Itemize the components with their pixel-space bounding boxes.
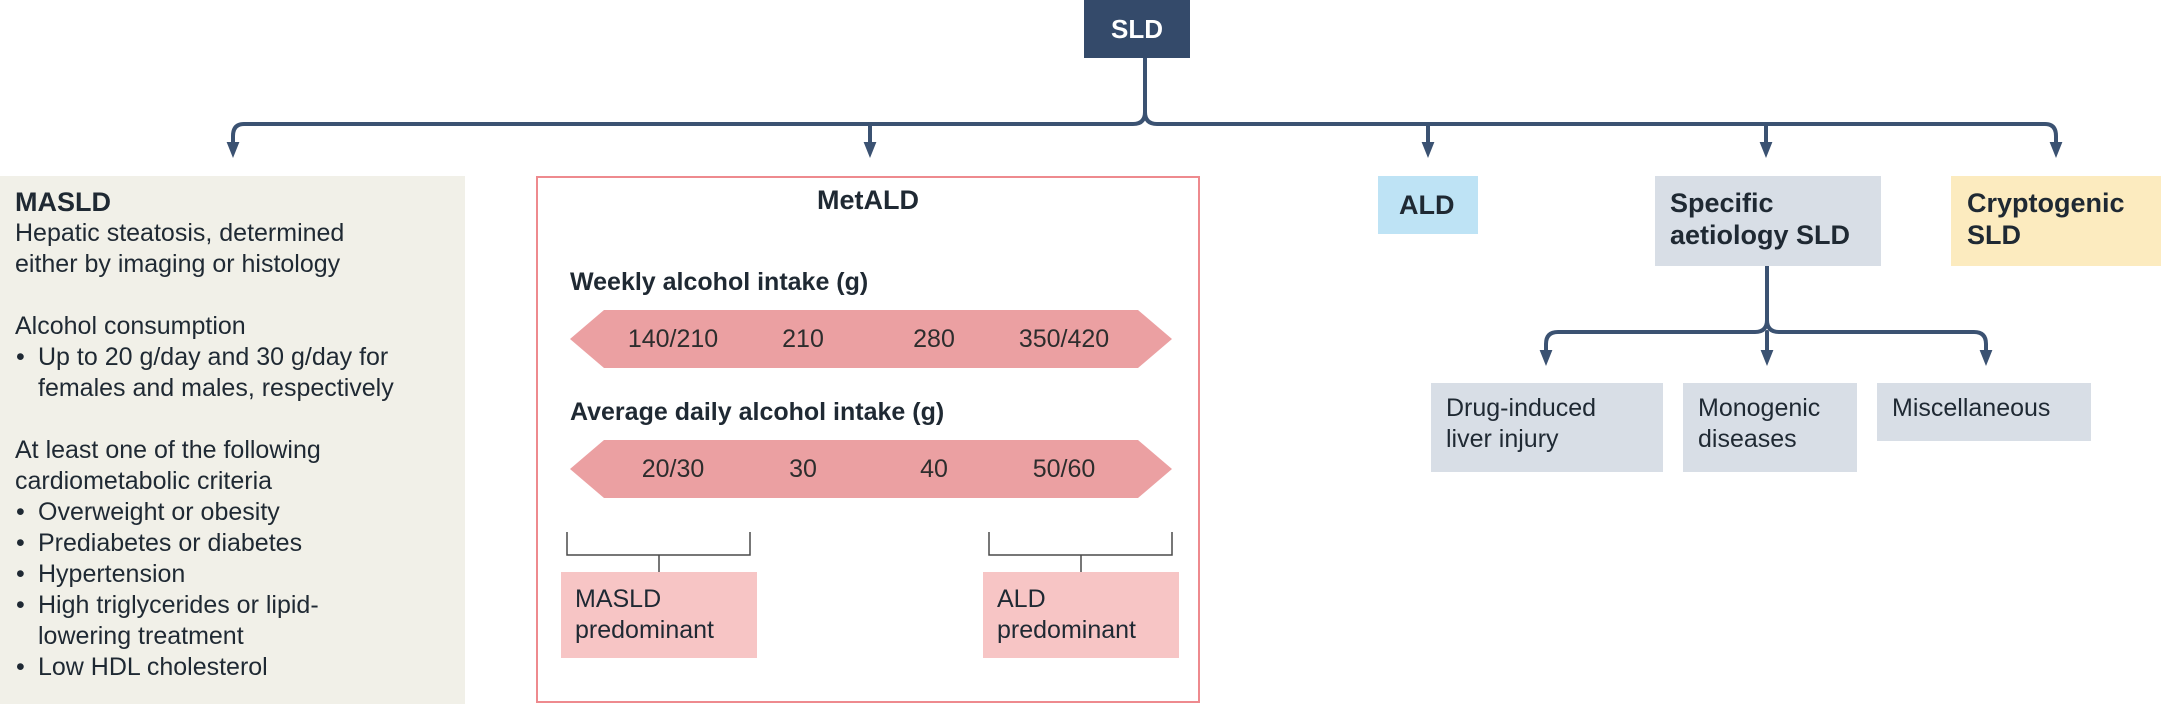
alcohol-heading: Alcohol consumption <box>15 312 246 340</box>
ald-node: ALD <box>1378 176 1478 234</box>
criteria-prediabetes: Prediabetes or diabetes <box>15 528 465 559</box>
specific-aetiology-node: Specific aetiology SLD <box>1655 176 1881 266</box>
metald-title: MetALD <box>817 185 919 215</box>
cryptogenic-label-line2: SLD <box>1967 220 2021 250</box>
masld-predominant-line2: predominant <box>575 616 714 644</box>
criteria-triglycerides-line2: lowering treatment <box>38 622 244 650</box>
ald-label: ALD <box>1399 190 1455 220</box>
sld-root-node: SLD <box>1084 0 1190 58</box>
criteria-triglycerides: High triglycerides or lipid- lowering tr… <box>15 590 465 652</box>
masld-predominant-box: MASLD predominant <box>561 572 757 658</box>
alcohol-bullet-line1: Up to 20 g/day and 30 g/day for <box>38 343 389 371</box>
masld-predominant-line1: MASLD <box>575 585 662 613</box>
drug-induced-node: Drug-induced liver injury <box>1431 383 1663 472</box>
mono-line1: Monogenic <box>1698 394 1821 422</box>
misc-label: Miscellaneous <box>1892 394 2051 422</box>
daily-value: 30 <box>789 455 817 483</box>
daily-value: 40 <box>920 455 948 483</box>
specific-stem <box>1539 264 1769 366</box>
ald-bracket <box>988 532 1173 572</box>
ald-predominant-line2: predominant <box>997 616 1136 644</box>
alcohol-bullet: Up to 20 g/day and 30 g/day for females … <box>15 342 465 404</box>
ald-predominant-box: ALD predominant <box>983 572 1179 658</box>
alcohol-bullet-line2: females and males, respectively <box>38 374 394 402</box>
dili-line1: Drug-induced <box>1446 394 1597 422</box>
masld-desc-line2: either by imaging or histology <box>15 250 341 278</box>
miscellaneous-node: Miscellaneous <box>1877 383 2091 441</box>
daily-value: 50/60 <box>1032 455 1096 483</box>
specific-label-line1: Specific <box>1670 188 1774 218</box>
criteria-heading-line2: cardiometabolic criteria <box>15 467 273 495</box>
masld-bracket <box>566 532 751 572</box>
weekly-value: 350/420 <box>1018 325 1110 353</box>
weekly-intake-band: 140/210 210 280 350/420 <box>570 310 1172 368</box>
daily-intake-label: Average daily alcohol intake (g) <box>570 398 945 426</box>
daily-intake-band: 20/30 30 40 50/60 <box>570 440 1172 498</box>
weekly-value: 280 <box>913 325 955 353</box>
criteria-hdl: Low HDL cholesterol <box>15 652 465 683</box>
criteria-overweight: Overweight or obesity <box>15 497 465 528</box>
cryptogenic-label-line1: Cryptogenic <box>1967 188 2125 218</box>
criteria-triglycerides-line1: High triglycerides or lipid- <box>38 591 319 619</box>
monogenic-node: Monogenic diseases <box>1683 383 1857 472</box>
weekly-value: 140/210 <box>627 325 719 353</box>
specific-branch-right <box>1765 318 1993 366</box>
masld-title: MASLD <box>15 187 111 217</box>
specific-label-line2: aetiology SLD <box>1670 220 1851 250</box>
weekly-value: 210 <box>782 325 824 353</box>
ald-predominant-line1: ALD <box>997 585 1046 613</box>
masld-desc-line1: Hepatic steatosis, determined <box>15 219 345 247</box>
masld-panel: MASLD Hepatic steatosis, determined eith… <box>0 176 465 704</box>
metald-panel <box>536 176 1200 703</box>
sld-root-label: SLD <box>1111 13 1163 44</box>
weekly-intake-label: Weekly alcohol intake (g) <box>570 268 869 296</box>
daily-value: 20/30 <box>641 455 705 483</box>
criteria-heading-line1: At least one of the following <box>15 436 321 464</box>
dili-line2: liver injury <box>1446 425 1559 453</box>
root-branch-right <box>1143 110 2063 158</box>
root-stem <box>226 56 1147 158</box>
mono-line2: diseases <box>1698 425 1797 453</box>
criteria-hypertension: Hypertension <box>15 559 465 590</box>
cryptogenic-node: Cryptogenic SLD <box>1951 176 2161 266</box>
